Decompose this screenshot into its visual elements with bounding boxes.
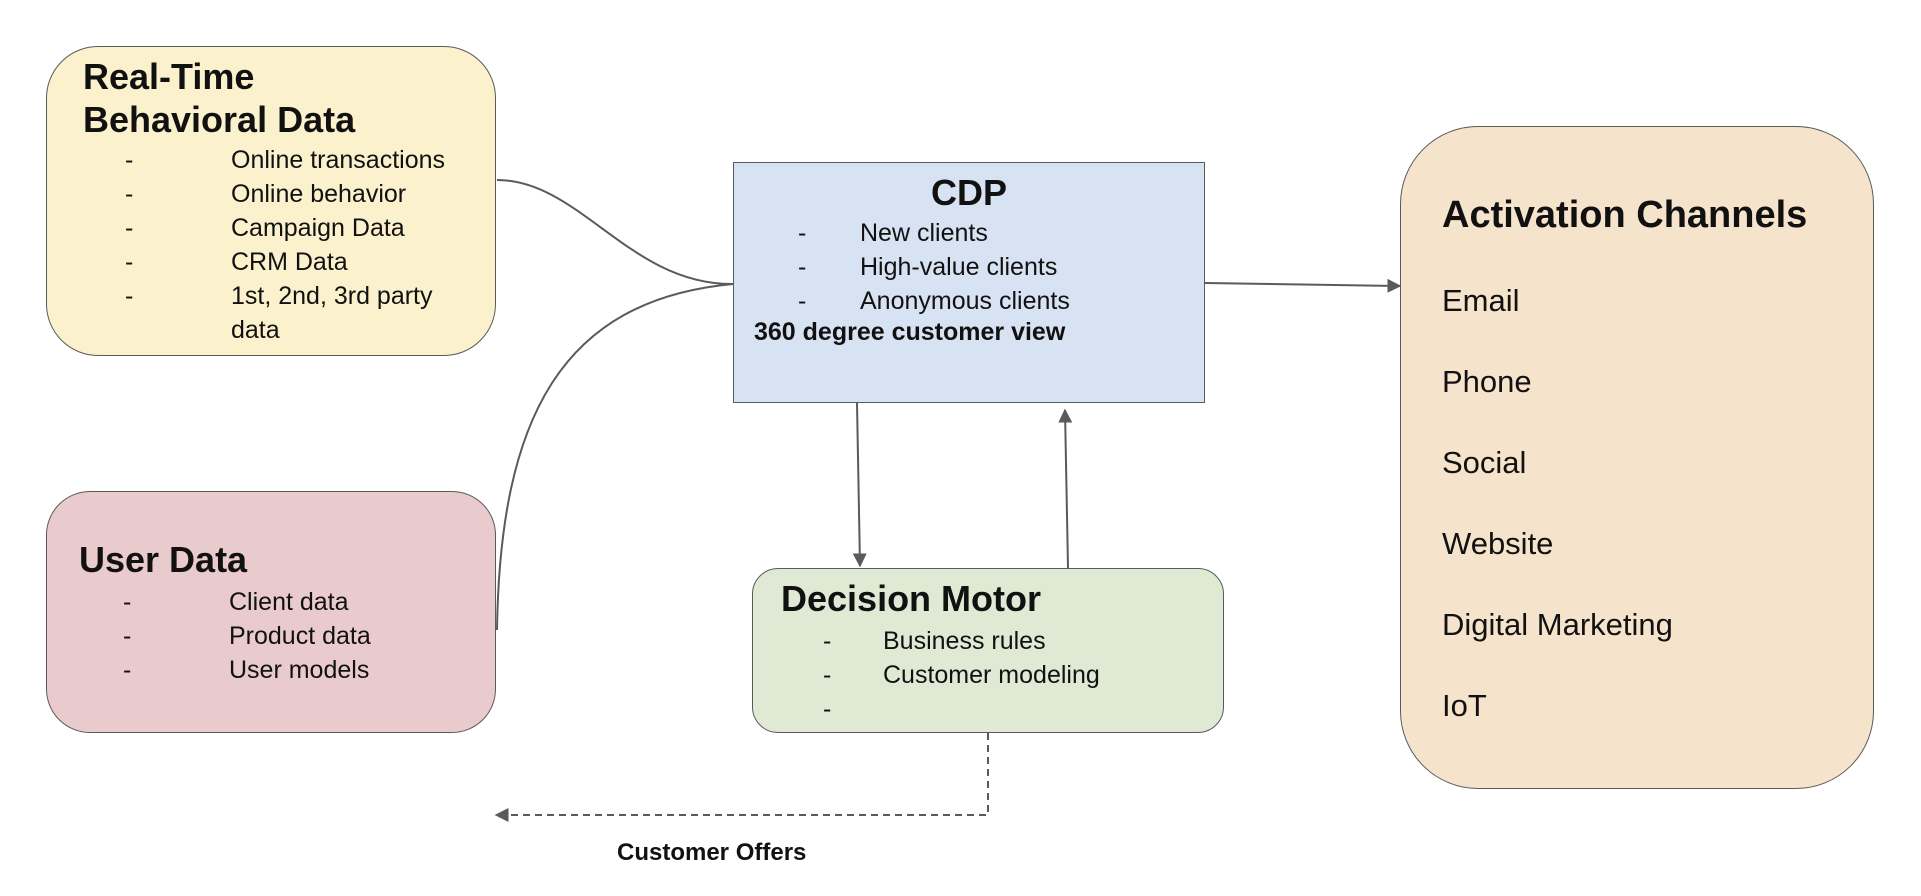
behavioral-data-list: - Online transactions - Online behavior - C…: [125, 143, 485, 347]
list-item: -: [823, 692, 1213, 726]
user-data-title: User Data: [79, 539, 248, 580]
list-item: - Product data: [123, 619, 483, 653]
activation-channels-title: Activation Channels: [1442, 194, 1808, 236]
channel-item-iot: IoT: [1442, 688, 1487, 723]
channel-item-phone: Phone: [1442, 364, 1532, 399]
bullet-dash: -: [125, 248, 134, 276]
list-item: - Anonymous clients: [798, 284, 1198, 318]
list-item: - Business rules: [823, 624, 1213, 658]
list-item: - Online transactions: [125, 143, 485, 177]
list-item-label: Anonymous clients: [860, 287, 1070, 315]
list-item-label: Online behavior: [231, 180, 407, 208]
list-item: - New clients: [798, 216, 1198, 250]
cdp-list: - New clients - High-value clients - Anonym…: [798, 216, 1198, 318]
list-item-label: CRM Data: [231, 248, 348, 276]
list-item: - Campaign Data: [125, 211, 485, 245]
decision-motor-box: Decision Motor - Business rules - Customer…: [752, 568, 1224, 733]
list-item-label: 1st, 2nd, 3rd party: [231, 282, 433, 310]
userdata-to-cdp-connector: [496, 283, 734, 631]
customer-offers-label: Customer Offers: [617, 839, 807, 866]
bullet-dash: -: [823, 627, 832, 655]
list-item: - High-value clients: [798, 250, 1198, 284]
cdp-summary: 360 degree customer view: [754, 318, 1066, 346]
list-item-label: User models: [229, 656, 370, 684]
activation-channels-box: Activation Channels Email Phone Social W…: [1400, 126, 1874, 789]
channel-item-digital-marketing: Digital Marketing: [1442, 607, 1673, 642]
decision-motor-list: - Business rules - Customer modeling -: [823, 624, 1213, 726]
bullet-dash: -: [123, 656, 132, 684]
bullet-dash: -: [798, 219, 807, 247]
list-item-label: Client data: [229, 588, 349, 616]
bullet-dash: -: [823, 695, 832, 723]
bullet-dash: -: [123, 588, 132, 616]
list-item-label: New clients: [860, 219, 988, 247]
bullet-dash: -: [123, 622, 132, 650]
behavioral-data-title: Real-Time Behavioral Data: [83, 55, 355, 141]
behavioral-title-line1: Real-Time: [83, 56, 255, 97]
bullet-dash: -: [125, 282, 134, 310]
cdp-to-activation-arrow: [1204, 278, 1402, 293]
bullet-dash: -: [125, 146, 134, 174]
list-item-label: High-value clients: [860, 253, 1058, 281]
list-item: - Customer modeling: [823, 658, 1213, 692]
channel-item-email: Email: [1442, 283, 1520, 318]
user-data-box: User Data - Client data - Product data - Us…: [46, 491, 496, 733]
decision-to-cdp-arrow: [1058, 408, 1073, 569]
list-item-label: data: [231, 316, 280, 344]
bullet-dash: -: [798, 287, 807, 315]
behavioral-to-cdp-connector: [496, 179, 734, 286]
bullet-dash: -: [125, 180, 134, 208]
cdp-to-decision-arrow: [852, 402, 867, 568]
list-item: data: [125, 313, 485, 347]
list-item-label: Campaign Data: [231, 214, 405, 242]
user-data-list: - Client data - Product data - User models: [123, 585, 483, 687]
bullet-dash: -: [798, 253, 807, 281]
list-item-label: Business rules: [883, 627, 1046, 655]
list-item: - CRM Data: [125, 245, 485, 279]
decision-motor-title: Decision Motor: [781, 578, 1042, 619]
list-item-label: Online transactions: [231, 146, 446, 174]
list-item: - Client data: [123, 585, 483, 619]
cdp-title: CDP: [930, 172, 1007, 213]
cdp-box: CDP - New clients - High-value clients - An…: [733, 162, 1205, 403]
channel-item-social: Social: [1442, 445, 1527, 480]
customer-offers-dashed-arrow: [494, 733, 989, 822]
bullet-dash: -: [125, 214, 134, 242]
list-item-label: Customer modeling: [883, 661, 1100, 689]
list-item: - Online behavior: [125, 177, 485, 211]
list-item-label: Product data: [229, 622, 371, 650]
list-item: - User models: [123, 653, 483, 687]
bullet-dash: -: [823, 661, 832, 689]
behavioral-data-box: Real-Time Behavioral Data - Online transa…: [46, 46, 496, 356]
channel-item-website: Website: [1442, 526, 1554, 561]
behavioral-title-line2: Behavioral Data: [83, 99, 356, 141]
list-item: - 1st, 2nd, 3rd party: [125, 279, 485, 313]
activation-channels-list: Email Phone Social Website Digital Marke…: [1442, 281, 1862, 767]
